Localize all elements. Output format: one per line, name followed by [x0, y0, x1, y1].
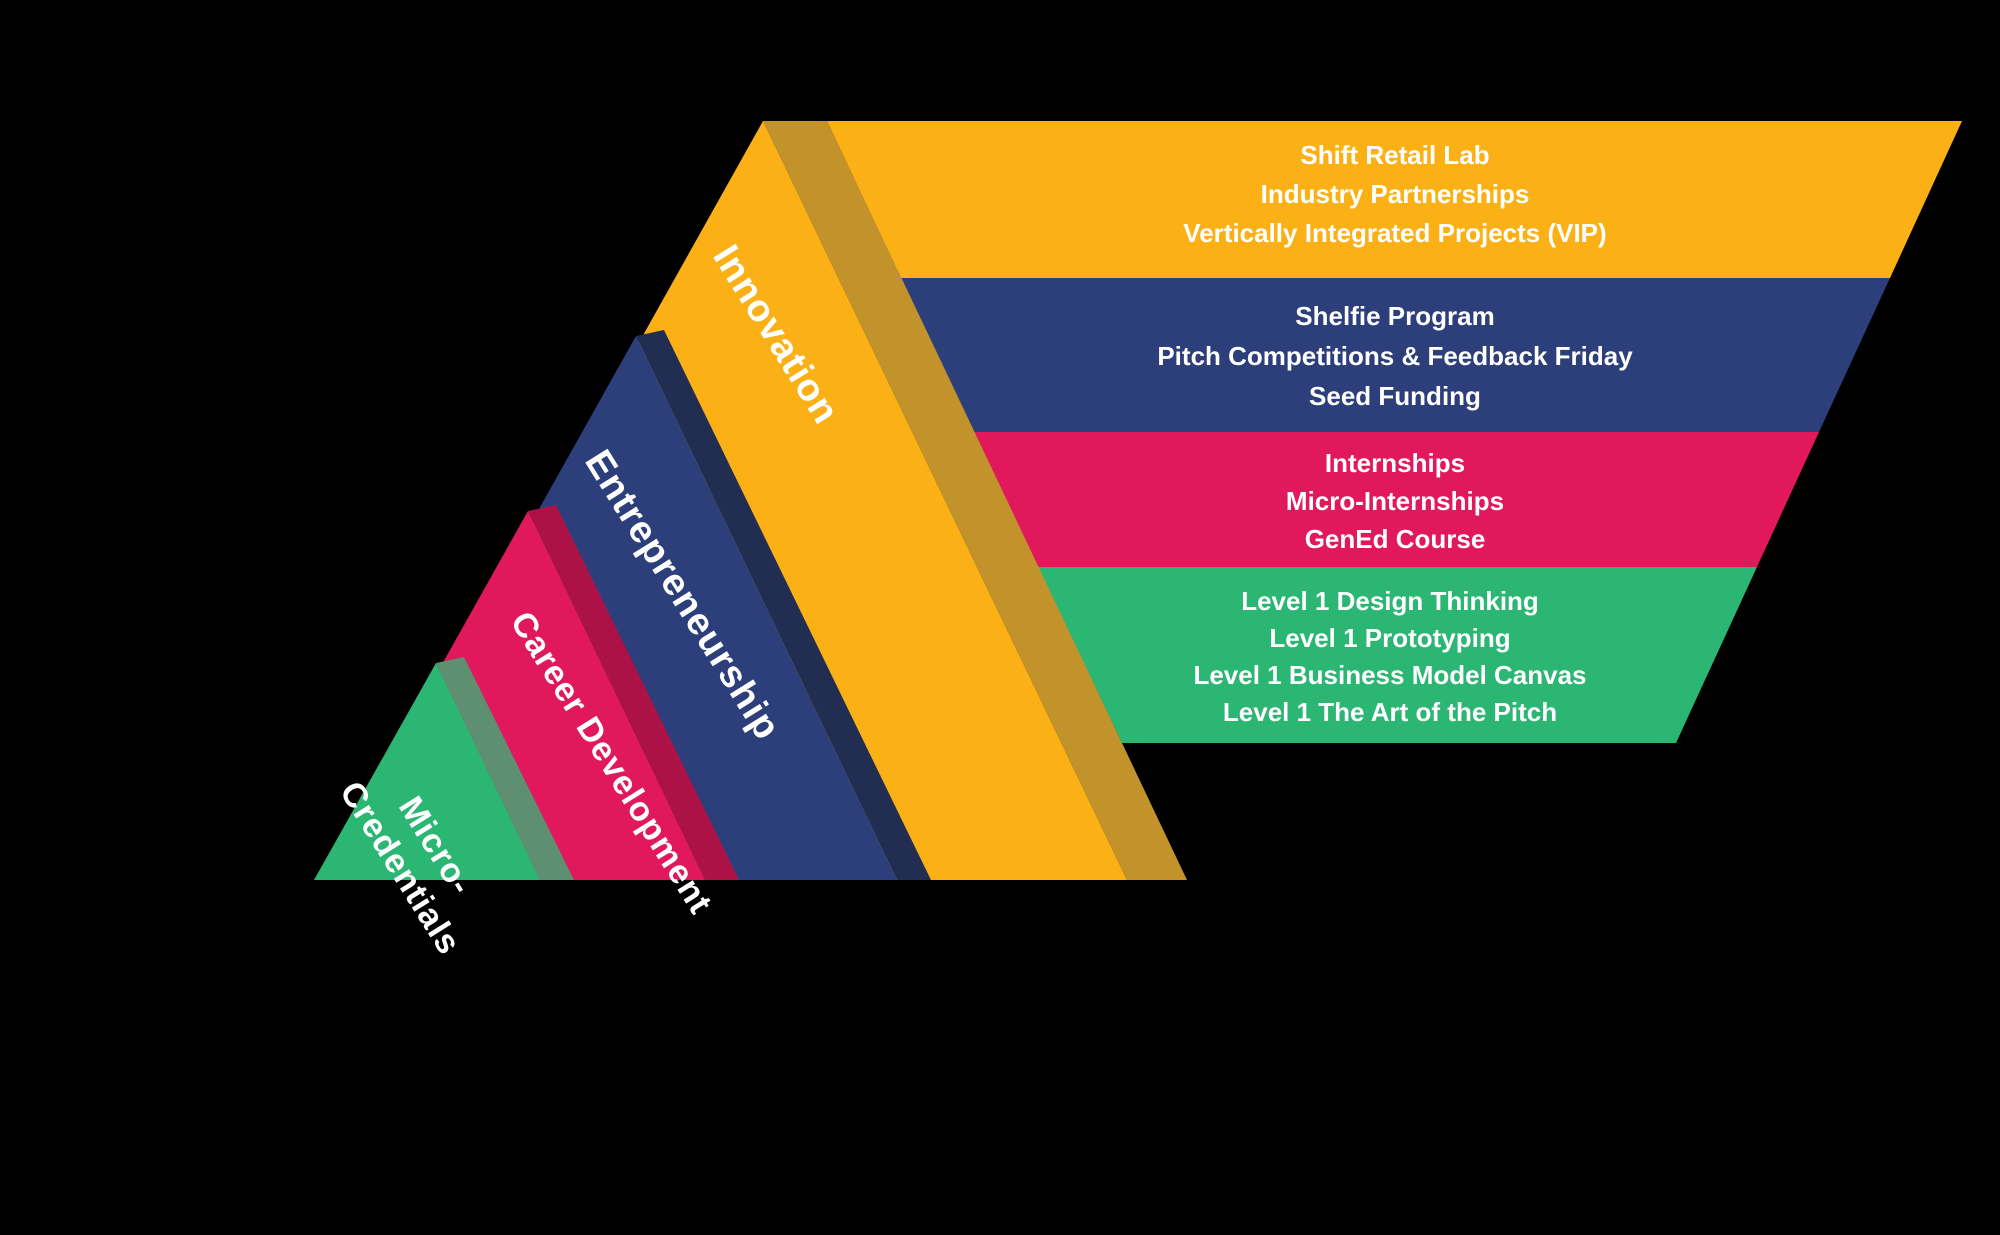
list-item: Level 1 Business Model Canvas — [1193, 660, 1587, 690]
list-item: Seed Funding — [1309, 381, 1481, 411]
micro-ribbon-shadow — [436, 657, 574, 880]
innovation-program-list: Shift Retail Lab Industry Partnerships V… — [880, 136, 1910, 253]
list-item: Industry Partnerships — [1260, 179, 1530, 209]
entrepreneurship-program-list: Shelfie Program Pitch Competitions & Fee… — [880, 296, 1910, 416]
innovation-ribbon-shadow — [763, 121, 1187, 880]
list-item: Vertically Integrated Projects (VIP) — [1183, 218, 1607, 248]
micro-program-list: Level 1 Design Thinking Level 1 Prototyp… — [1000, 583, 1780, 731]
career-program-list: Internships Micro-Internships GenEd Cour… — [940, 444, 1850, 558]
list-item: Micro-Internships — [1285, 486, 1505, 516]
micro-ribbon — [314, 663, 540, 880]
entrepreneurship-band-shape — [901, 278, 1890, 432]
list-item: GenEd Course — [1304, 524, 1486, 554]
list-item: Shelfie Program — [1295, 301, 1495, 331]
career-band-shape — [974, 432, 1819, 567]
list-item: Pitch Competitions & Feedback Friday — [1157, 341, 1633, 371]
innovation-band-shape — [827, 121, 1962, 278]
list-item: Shift Retail Lab — [1300, 140, 1490, 170]
list-item: Level 1 Prototyping — [1269, 623, 1511, 653]
list-item: Level 1 Design Thinking — [1241, 586, 1539, 616]
entrepreneurship-ribbon-shadow — [636, 330, 931, 880]
career-ribbon-shadow — [528, 505, 739, 880]
list-item: Internships — [1324, 448, 1466, 478]
list-item: Level 1 The Art of the Pitch — [1222, 697, 1558, 727]
micro-band-shape — [1038, 567, 1757, 743]
